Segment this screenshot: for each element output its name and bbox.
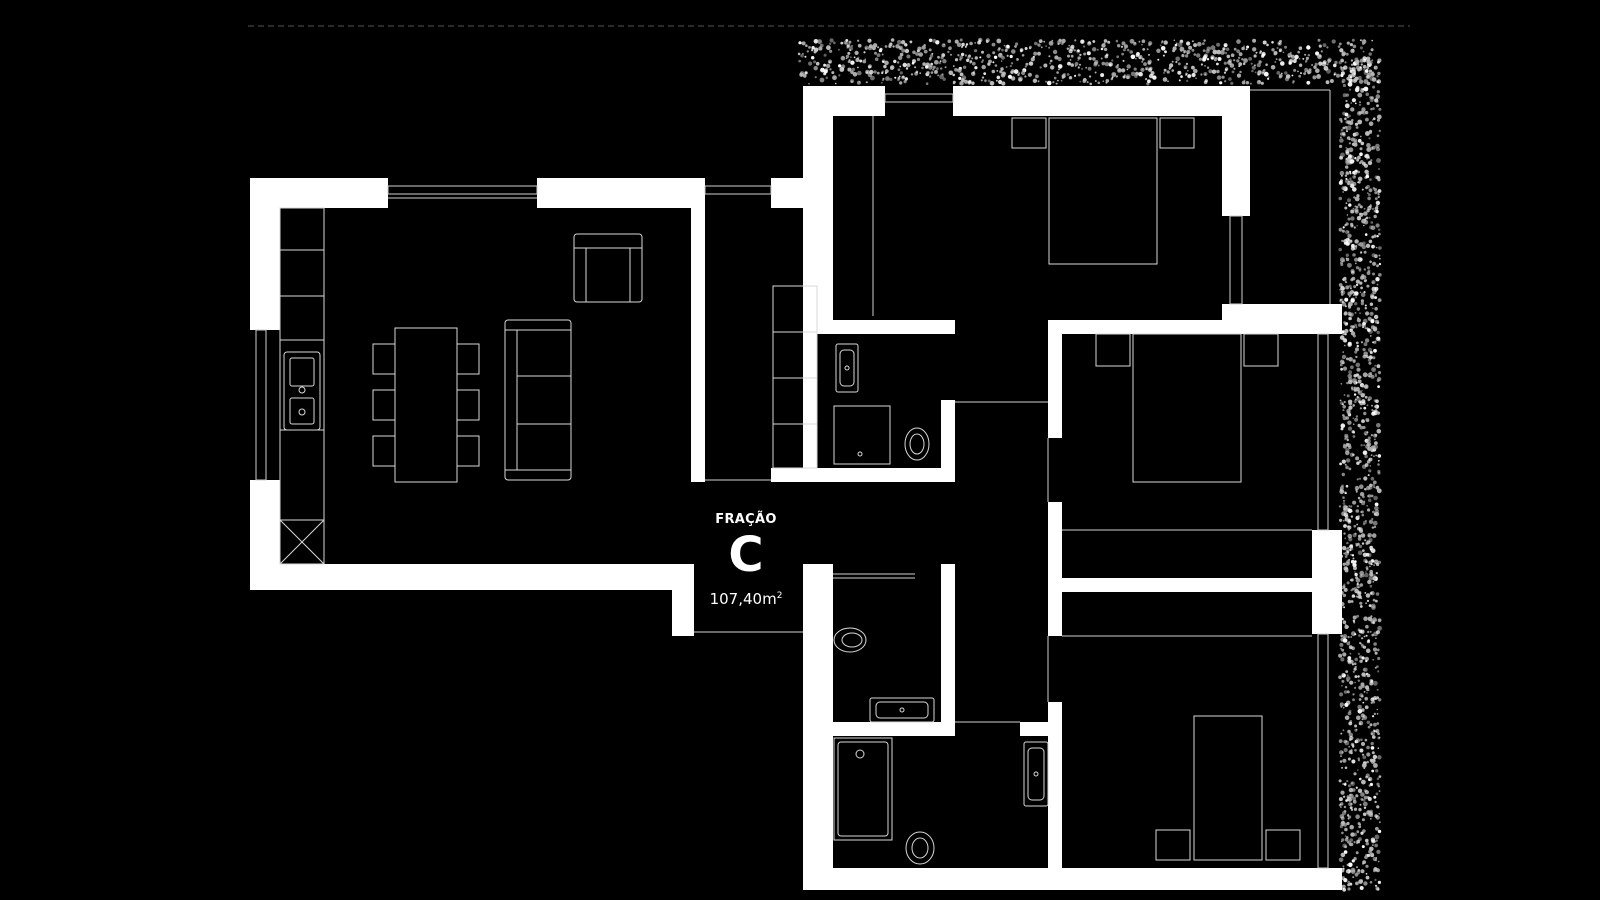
- wall: [672, 564, 694, 636]
- window: [387, 185, 538, 195]
- wall: [1048, 320, 1062, 438]
- single-bed: [1193, 715, 1263, 861]
- window: [1317, 333, 1329, 531]
- wall: [803, 722, 955, 736]
- unit-area-value: 107,40m: [709, 590, 777, 608]
- wall: [1048, 578, 1342, 592]
- double-bed: [1132, 333, 1242, 483]
- unit-area: 107,40m2: [682, 590, 810, 608]
- wall: [803, 86, 833, 320]
- kitchen-counter: [279, 207, 325, 565]
- nightstand: [1243, 333, 1279, 367]
- washbasin: [835, 343, 859, 393]
- wall: [803, 868, 1342, 890]
- wall: [953, 86, 1250, 116]
- nightstand: [1011, 117, 1047, 149]
- bedrooms: [1011, 117, 1301, 861]
- window: [884, 93, 954, 103]
- wall: [941, 564, 955, 736]
- window: [1317, 633, 1329, 869]
- chair: [456, 435, 480, 467]
- unit-area-exponent: 2: [776, 591, 783, 601]
- washbasin: [1023, 741, 1049, 807]
- wall: [803, 320, 817, 482]
- windows: [255, 89, 1331, 869]
- wall: [691, 178, 705, 482]
- unit-label: FRAÇÃO: [715, 512, 777, 527]
- wall: [803, 564, 821, 578]
- wall: [250, 178, 280, 330]
- bathrooms: [833, 343, 1049, 865]
- chair: [372, 343, 396, 375]
- wall: [1312, 530, 1342, 634]
- garden-hedge: [797, 37, 1382, 892]
- wall: [1020, 722, 1062, 736]
- window: [1229, 215, 1243, 305]
- sofa: [504, 319, 572, 481]
- window: [255, 329, 267, 481]
- dining-table: [394, 327, 458, 483]
- chair: [372, 389, 396, 421]
- nightstand: [1095, 333, 1131, 367]
- kitchen: [279, 207, 325, 565]
- armchair: [573, 233, 643, 303]
- living-room: [372, 233, 818, 483]
- chair: [372, 435, 396, 467]
- shower: [833, 405, 891, 465]
- chair: [456, 389, 480, 421]
- chair: [456, 343, 480, 375]
- toilet: [905, 831, 935, 865]
- nightstand: [1155, 829, 1191, 861]
- wall: [250, 564, 694, 590]
- wall: [1048, 592, 1062, 636]
- nightstand: [1265, 829, 1301, 861]
- window: [704, 185, 772, 195]
- sink: [283, 351, 321, 431]
- wall: [771, 468, 955, 482]
- wall: [537, 178, 705, 208]
- bathtub: [833, 737, 893, 841]
- wall: [1048, 702, 1062, 890]
- washbasin: [869, 697, 935, 723]
- walls: [250, 86, 1342, 890]
- wall: [941, 400, 955, 482]
- wall: [1048, 502, 1062, 578]
- nightstand: [1159, 117, 1195, 149]
- wall: [1048, 320, 1342, 334]
- wardrobe: [772, 285, 818, 469]
- toilet: [833, 627, 867, 653]
- wall: [803, 320, 955, 334]
- toilet: [904, 427, 930, 461]
- double-bed: [1048, 117, 1158, 265]
- unit-letter: C: [728, 527, 764, 583]
- wall: [1222, 86, 1250, 216]
